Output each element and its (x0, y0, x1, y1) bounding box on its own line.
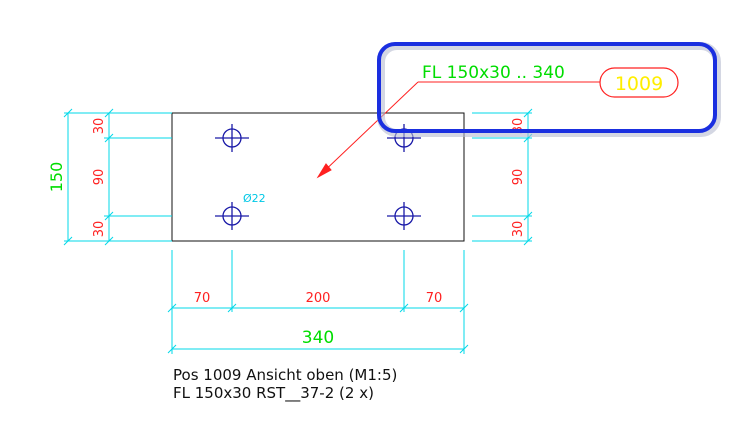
bottom-dimension-middle: 200 (306, 291, 331, 306)
leader-arrow-icon (316, 163, 332, 179)
position-number: 1009 (615, 73, 663, 95)
bottom-dimension-right: 70 (426, 291, 443, 306)
left-dimension-top: 30 (92, 118, 107, 135)
highlight-box (377, 42, 717, 133)
caption-line-1: Pos 1009 Ansicht oben (M1:5) (173, 366, 397, 384)
overall-length-label: 340 (302, 328, 334, 348)
leader-line (316, 81, 600, 179)
hole-diameter-label: Ø22 (243, 192, 266, 205)
bottom-dimension-left: 70 (194, 291, 211, 306)
left-dimension-chain (63, 108, 172, 246)
bottom-dimension-chain (167, 250, 469, 354)
left-dimension-bottom: 30 (92, 221, 107, 238)
right-dimension-bottom: 30 (511, 221, 526, 238)
hole-bottom-right (387, 202, 421, 230)
hole-top-left (215, 124, 249, 152)
overall-height-label: 150 (47, 162, 66, 193)
left-dimension-middle: 90 (92, 169, 107, 186)
hole-bottom-left (215, 202, 249, 230)
highlight-shadow (377, 42, 721, 137)
plate-label: FL 150x30 .. 340 (422, 63, 565, 83)
right-dimension-middle: 90 (511, 169, 526, 186)
caption-line-2: FL 150x30 RST__37-2 (2 x) (173, 384, 374, 403)
plate-outline (171, 112, 465, 242)
position-bubble (599, 67, 679, 98)
